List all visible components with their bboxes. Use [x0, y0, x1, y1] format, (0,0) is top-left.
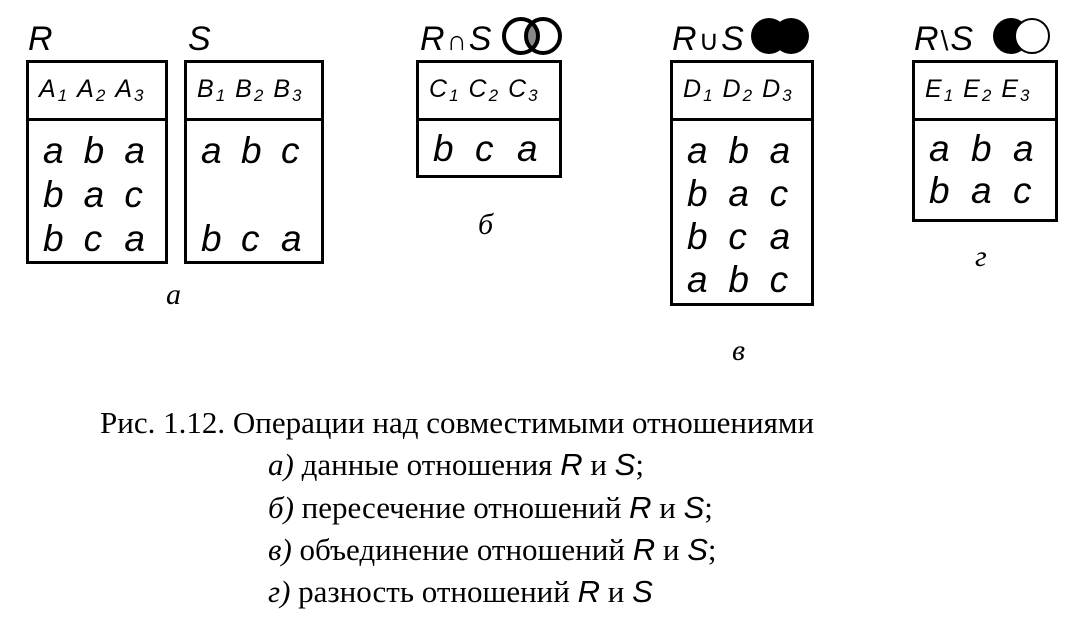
- caption-line-b: б) пересечение отношений R и S;: [268, 490, 713, 525]
- relation-r-title: R: [28, 20, 53, 58]
- caption-line-c: в) объединение отношений R и S;: [268, 532, 717, 567]
- panel-label-c: в: [732, 334, 746, 367]
- panel-label-b: б: [478, 208, 494, 241]
- venn-intersection-icon: [502, 17, 562, 55]
- panel-label-d: г: [975, 240, 987, 273]
- intersection-title: R∩S: [420, 20, 492, 58]
- caption-line-a: а) данные отношения R и S;: [268, 447, 644, 482]
- panel-label-a: а: [166, 278, 181, 311]
- table-row: [187, 173, 321, 217]
- venn-union-icon: [751, 18, 809, 54]
- figure-caption-title: Рис. 1.12. Операции над совместимыми отн…: [100, 405, 815, 440]
- difference-title: R\S: [914, 20, 974, 58]
- caption-line-d: г) разность отношений R и S: [268, 574, 653, 609]
- venn-difference-icon: [993, 18, 1050, 54]
- union-title: R∪S: [672, 20, 744, 58]
- relation-s-title: S: [188, 20, 211, 58]
